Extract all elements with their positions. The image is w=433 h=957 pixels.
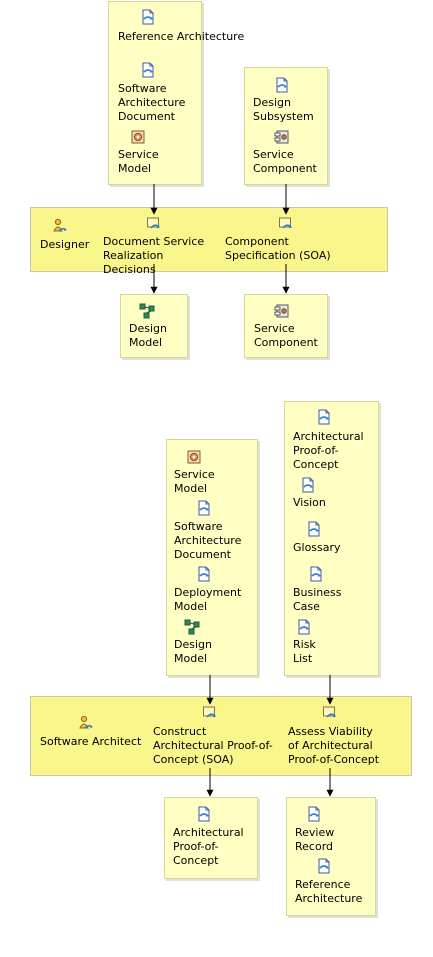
artifact-label: Architectural Proof-of-Concept (293, 430, 364, 471)
document-icon (140, 9, 156, 25)
artifact-label: Software Architecture Document (174, 520, 242, 561)
artifact-label: Glossary (293, 541, 341, 554)
artifact-label: Review Record (295, 826, 335, 853)
artifact-label: Risk List (293, 638, 316, 665)
document-icon (316, 409, 332, 425)
task-icon (146, 216, 162, 232)
output-box-right-1 (244, 294, 328, 358)
input-box-left-1 (108, 1, 202, 185)
artifact-label: Service Component (254, 322, 318, 349)
output-box-left-2 (164, 797, 258, 879)
component-icon (274, 129, 290, 145)
artifact-label: Reference Architecture (118, 30, 245, 43)
role-label[interactable]: Software Architect (40, 735, 142, 748)
document-icon (316, 858, 332, 874)
artifact-label: Deployment Model (174, 586, 242, 613)
service-model-icon (186, 449, 202, 465)
artifact-label: Reference Architecture (295, 878, 363, 905)
artifact-label: Architectural Proof-of-Concept (173, 826, 244, 867)
task-icon (322, 705, 338, 721)
service-model-icon (130, 129, 146, 145)
document-icon (196, 500, 212, 516)
component-icon (274, 303, 290, 319)
artifact-label: Service Model (118, 148, 159, 175)
document-icon (308, 566, 324, 582)
task-label[interactable]: Document Service Realization Decisions (103, 235, 205, 276)
role-icon (78, 715, 94, 731)
role-icon (52, 218, 68, 234)
task-label[interactable]: Construct Architectural Proof-of-Concept… (153, 725, 273, 766)
output-box-left-1 (120, 294, 188, 358)
input-box-left-2 (166, 439, 258, 676)
task-band-1 (30, 207, 388, 272)
document-icon (306, 521, 322, 537)
artifact-label: Design Model (129, 322, 167, 349)
artifact-label: Service Component (253, 148, 317, 175)
document-icon (140, 62, 156, 78)
task-label[interactable]: Component Specification (SOA) (225, 235, 331, 262)
task-label[interactable]: Assess Viability of Architectural Proof-… (288, 725, 380, 766)
task-icon (202, 705, 218, 721)
document-icon (300, 477, 316, 493)
document-icon (196, 566, 212, 582)
artifact-label: Vision (293, 496, 326, 509)
document-icon (306, 806, 322, 822)
output-box-right-2 (286, 797, 376, 916)
artifact-label: Service Model (174, 468, 215, 495)
task-icon (278, 216, 294, 232)
artifact-label: Business Case (293, 586, 342, 613)
document-icon (296, 619, 312, 635)
task-band-2 (30, 696, 412, 776)
design-model-icon (139, 303, 155, 319)
artifact-label: Software Architecture Document (118, 82, 186, 123)
artifact-label: Design Subsystem (253, 96, 314, 123)
document-icon (274, 77, 290, 93)
design-model-icon (184, 619, 200, 635)
role-label[interactable]: Designer (40, 238, 90, 251)
document-icon (196, 806, 212, 822)
artifact-label: Design Model (174, 638, 212, 665)
